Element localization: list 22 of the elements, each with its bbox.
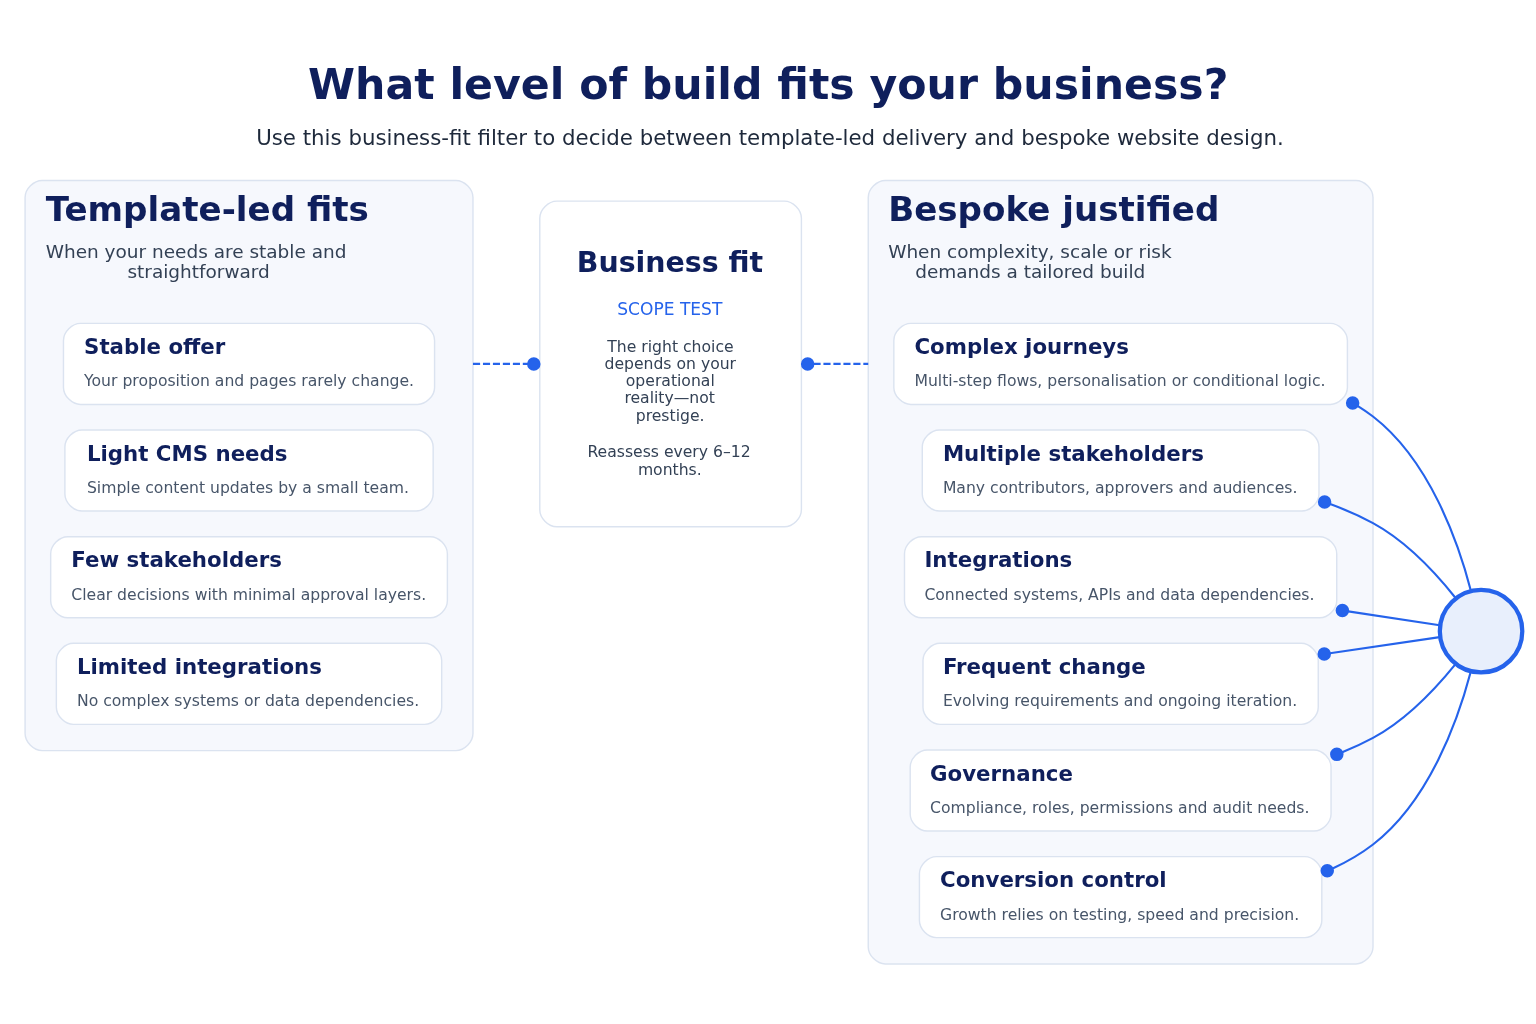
- node-box: Limited integrations No complex systems or data dependencies.: [55, 642, 443, 725]
- node-box: Business fit SCOPE TEST The right choice depends on your operational reality—not prestige. Reassess every 6–12 months.: [539, 199, 803, 527]
- connector: [472, 356, 541, 371]
- node-box: Few stakeholders Clear decisions with minimal approval layers.: [49, 535, 449, 618]
- connector: [1335, 603, 1440, 626]
- connector: [1345, 395, 1473, 591]
- node-box: Conversion control Growth relies on testing, speed and precision.: [918, 855, 1323, 938]
- connector: [1320, 670, 1472, 877]
- caption: Use this business-fit filter to decide between template-led delivery and bespoke website design.: [256, 124, 1284, 150]
- connector: [800, 356, 869, 371]
- node-box: Complex journeys Multi-step flows, personalisation or conditional logic.: [893, 322, 1349, 405]
- connector: [1317, 635, 1440, 661]
- node-box: Multiple stakeholders Many contributors, approvers and audiences.: [921, 428, 1320, 512]
- connector: [1330, 662, 1457, 761]
- node-box: Light CMS needs Simple content updates by a small team.: [64, 428, 434, 512]
- node-box: Stable offer Your proposition and pages rarely change.: [62, 322, 436, 405]
- node-box: Governance Compliance, roles, permissions and audit needs.: [909, 748, 1332, 832]
- node-box: Integrations Connected systems, APIs and data dependencies.: [903, 535, 1338, 618]
- node-box: Frequent change Evolving requirements and ongoing iteration.: [922, 642, 1319, 725]
- diagram-title: What level of build fits your business?: [308, 58, 1229, 109]
- node-circle: [1437, 587, 1525, 675]
- connector: [1317, 494, 1457, 599]
